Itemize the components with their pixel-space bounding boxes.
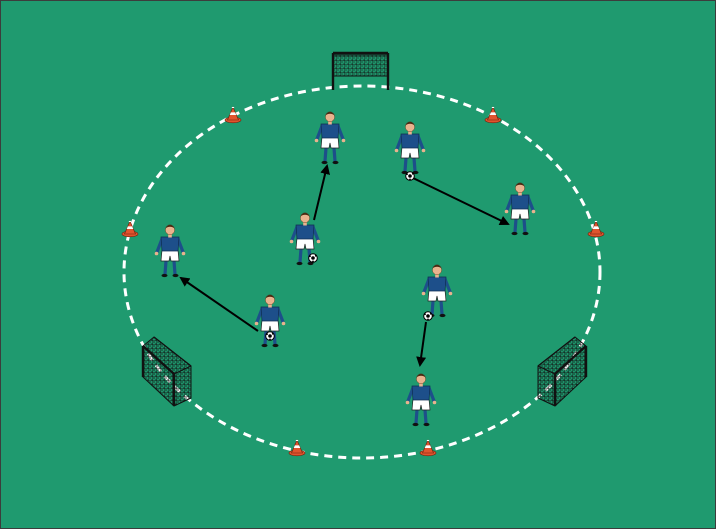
ball: [406, 172, 415, 181]
ball: [266, 332, 275, 341]
ball: [424, 312, 433, 321]
ball: [309, 254, 318, 263]
